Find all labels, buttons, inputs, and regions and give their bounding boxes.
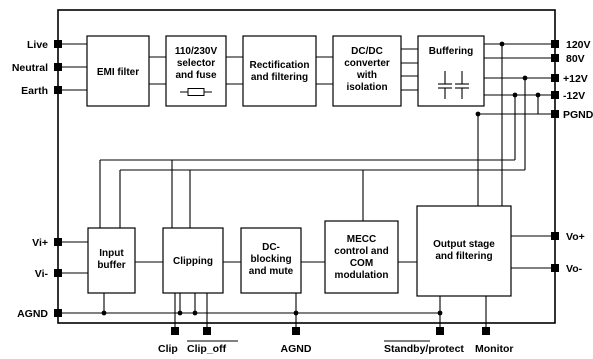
fuse-symbol-icon xyxy=(180,88,212,96)
selector-fuse-label-3: and fuse xyxy=(175,70,217,81)
dcdc-label-1: DC/DC xyxy=(351,46,383,57)
dcdc-label-2: converter xyxy=(344,58,390,69)
clipping-block xyxy=(162,227,224,294)
pin-plus12v-label: +12V xyxy=(563,73,588,85)
selector-fuse-label-2: selector xyxy=(177,58,215,69)
pin-markers xyxy=(54,40,559,335)
clipping-label: Clipping xyxy=(173,256,213,267)
pin-pgnd-label: PGND xyxy=(563,109,593,121)
pin-minus12v-label: -12V xyxy=(563,90,585,102)
module-outline xyxy=(57,9,556,324)
pin-monitor-label: Monitor xyxy=(475,343,514,355)
output-stage-block xyxy=(416,205,512,297)
top-row-wiring xyxy=(58,43,555,206)
dc-blocking-label-2: blocking xyxy=(250,254,291,265)
bottom-wiring xyxy=(58,293,487,331)
mecc-block xyxy=(324,220,399,294)
signal-path xyxy=(58,235,555,274)
rectification-label-2: and filtering xyxy=(251,72,308,83)
pin-vi-minus-label: Vi- xyxy=(35,268,49,280)
mecc-label-4: modulation xyxy=(335,270,389,281)
pin-80v-label: 80V xyxy=(566,53,585,65)
capacitor-icon xyxy=(438,71,469,99)
dcdc-label-3: with xyxy=(356,70,377,81)
pin-clip-label: Clip xyxy=(158,343,178,355)
input-buffer-block xyxy=(87,227,136,294)
output-stage-label-1: Output stage xyxy=(433,239,495,250)
buffering-label: Buffering xyxy=(429,46,473,57)
emi-filter-label: EMI filter xyxy=(97,67,139,78)
pin-live-label: Live xyxy=(27,39,48,51)
buffering-block xyxy=(417,35,485,107)
dc-blocking-label-3: and mute xyxy=(249,266,294,277)
pin-agnd-left-label: AGND xyxy=(17,308,48,320)
rectification-label-1: Rectification xyxy=(249,60,309,71)
input-buffer-label-2: buffer xyxy=(97,260,125,271)
pin-standby-label: Standby/protect xyxy=(384,343,464,355)
pin-vi-plus-label: Vi+ xyxy=(32,237,48,249)
pin-clip-off-label: Clip_off xyxy=(187,343,227,355)
emi-filter-block xyxy=(86,35,150,107)
mecc-label-2: control and xyxy=(334,246,388,257)
input-buffer-label-1: Input xyxy=(99,248,124,259)
pin-vo-minus-label: Vo- xyxy=(566,263,583,275)
selector-fuse-label-1: 110/230V xyxy=(175,46,218,57)
output-stage-label-2: and filtering xyxy=(435,251,492,262)
pin-earth-label: Earth xyxy=(21,85,48,97)
pin-120v-label: 120V xyxy=(566,39,591,51)
supply-buses xyxy=(99,159,525,228)
rectification-block xyxy=(242,35,317,107)
dc-blocking-block xyxy=(240,227,302,294)
junction-dots xyxy=(101,41,541,316)
dc-blocking-label-1: DC- xyxy=(262,242,280,253)
dcdc-converter-block xyxy=(332,35,402,107)
dcdc-label-4: isolation xyxy=(346,82,387,93)
mecc-label-3: COM xyxy=(350,258,373,269)
pin-neutral-label: Neutral xyxy=(12,62,48,74)
pin-vo-plus-label: Vo+ xyxy=(566,231,585,243)
mecc-label-1: MECC xyxy=(347,234,376,245)
pin-agnd-bottom-label: AGND xyxy=(281,343,312,355)
